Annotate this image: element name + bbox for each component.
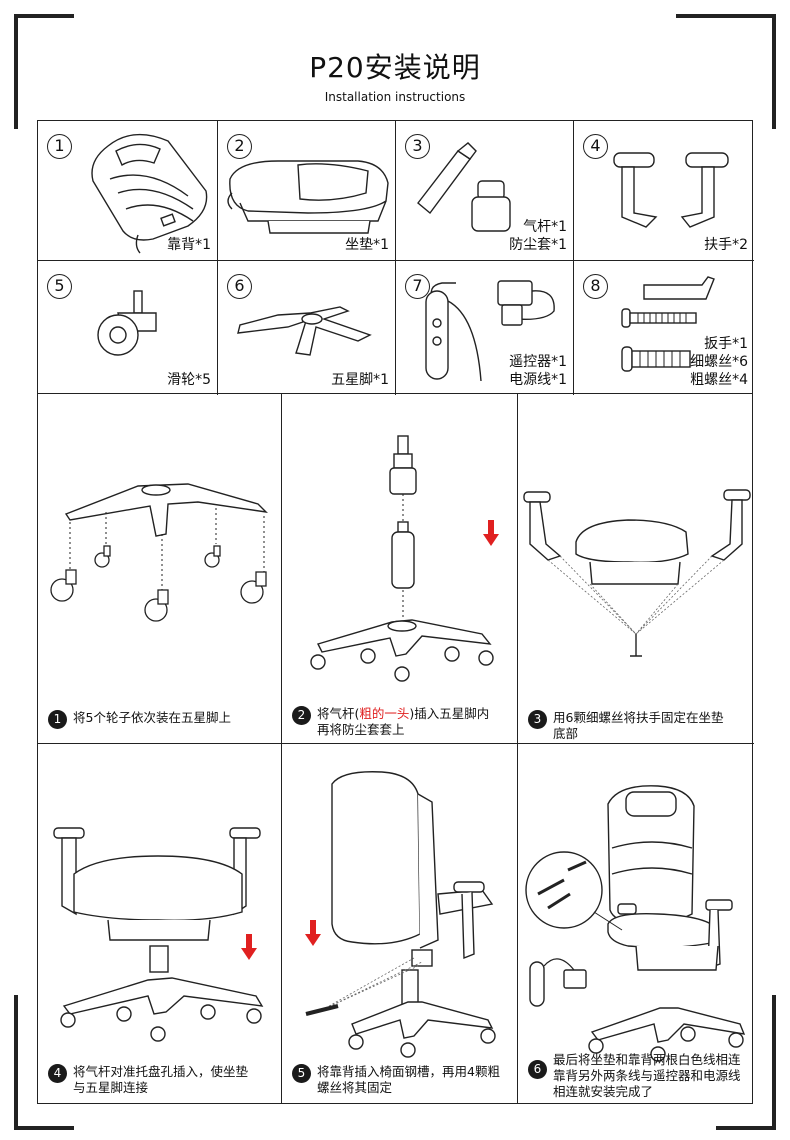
part-label: 滑轮*5 (167, 372, 211, 388)
steps-grid: 1 将5个轮子依次装在五星脚上 (37, 394, 754, 1104)
step-number-badge: 2 (292, 706, 311, 725)
step-1-caption: 1 将5个轮子依次装在五星脚上 (48, 710, 231, 729)
part-label: 扳手*1 细螺丝*6 粗螺丝*4 (690, 336, 748, 388)
step-2-illustration (310, 435, 499, 682)
part-number: 3 (405, 134, 430, 159)
part-number: 2 (227, 134, 252, 159)
step-text: 将气杆对准托盘孔插入，使坐垫 与五星脚连接 (73, 1064, 249, 1095)
step-6-illustration (525, 785, 746, 1062)
step-number-badge: 3 (528, 710, 547, 729)
step-text: 最后将坐垫和靠背两根白色线相连 靠背另外两条线与遥控器和电源线 相连就安装完成了 (553, 1052, 741, 1099)
armrests-illustration (613, 152, 729, 228)
corner-mark-top-left (14, 14, 74, 129)
star-base-illustration (237, 306, 372, 356)
down-arrow-icon (483, 520, 499, 546)
screws-illustration (621, 276, 715, 372)
part-number: 7 (405, 274, 430, 299)
step-4-panel: 4 将气杆对准托盘孔插入，使坐垫 与五星脚连接 (38, 744, 282, 1104)
step-5-illustration (305, 771, 496, 1058)
down-arrow-icon (305, 920, 321, 946)
step-6-panel: 6 最后将坐垫和靠背两根白色线相连 靠背另外两条线与遥控器和电源线 相连就安装完… (518, 744, 754, 1104)
step-2-caption: 2 将气杆(粗的一头)插入五星脚内 再将防尘套套上 (292, 706, 489, 738)
step-text-part: 将气杆( (317, 706, 360, 721)
step-number-badge: 1 (48, 710, 67, 729)
corner-mark-bottom-right (716, 995, 776, 1130)
part-armrests: 4 扶手*2 (574, 121, 754, 261)
page-subtitle: Installation instructions (324, 90, 466, 104)
backrest-illustration (91, 133, 208, 254)
seat-illustration (227, 160, 389, 234)
step-number-badge: 5 (292, 1064, 311, 1083)
part-star-base: 6 五星脚*1 (218, 261, 396, 395)
part-label: 坐垫*1 (345, 237, 389, 253)
step-2-panel: 2 将气杆(粗的一头)插入五星脚内 再将防尘套套上 (282, 394, 518, 744)
part-number: 5 (47, 274, 72, 299)
part-label: 气杆*1 防尘套*1 (509, 219, 567, 253)
step-text: 用6颗细螺丝将扶手固定在坐垫 底部 (553, 710, 724, 741)
step-4-illustration (53, 827, 264, 1042)
part-number: 6 (227, 274, 252, 299)
step-3-caption: 3 用6颗细螺丝将扶手固定在坐垫 底部 (528, 710, 723, 742)
step-text-highlight: 粗的一头 (359, 706, 410, 721)
down-arrow-icon (241, 934, 257, 960)
caster-illustration (97, 290, 157, 356)
step-4-caption: 4 将气杆对准托盘孔插入，使坐垫 与五星脚连接 (48, 1064, 248, 1096)
step-1-illustration (50, 483, 268, 622)
step-text: 将靠背插入椅面钢槽，再用4颗粗 螺丝将其固定 (317, 1064, 500, 1095)
step-number-badge: 4 (48, 1064, 67, 1083)
corner-mark-bottom-left (14, 995, 74, 1130)
part-remote-power: 7 遥控器*1 电源线*1 (396, 261, 574, 395)
part-number: 8 (583, 274, 608, 299)
step-text: 将气杆(粗的一头)插入五星脚内 再将防尘套套上 (317, 706, 489, 738)
step-3-illustration (523, 489, 751, 657)
part-seat: 2 坐垫*1 (218, 121, 396, 261)
page-title: P20安装说明 (309, 51, 481, 84)
part-label: 扶手*2 (704, 237, 748, 253)
corner-mark-top-right (676, 14, 776, 129)
part-number: 1 (47, 134, 72, 159)
part-label: 遥控器*1 电源线*1 (509, 354, 567, 388)
part-screws-wrench: 8 扳手*1 细螺丝*6 粗螺丝*4 (574, 261, 754, 395)
step-5-panel: 5 将靠背插入椅面钢槽，再用4颗粗 螺丝将其固定 (282, 744, 518, 1104)
remote-illustration (425, 280, 555, 382)
part-label: 五星脚*1 (331, 372, 389, 388)
part-label: 靠背*1 (167, 237, 211, 253)
step-text: 将5个轮子依次装在五星脚上 (73, 710, 231, 725)
step-number-badge: 6 (528, 1060, 547, 1079)
step-6-caption: 6 最后将坐垫和靠背两根白色线相连 靠背另外两条线与遥控器和电源线 相连就安装完… (528, 1052, 741, 1100)
part-casters: 5 滑轮*5 (38, 261, 218, 395)
step-5-caption: 5 将靠背插入椅面钢槽，再用4颗粗 螺丝将其固定 (292, 1064, 500, 1096)
gas-lift-illustration (417, 142, 511, 232)
step-3-panel: 3 用6颗细螺丝将扶手固定在坐垫 底部 (518, 394, 754, 744)
step-1-panel: 1 将5个轮子依次装在五星脚上 (38, 394, 282, 744)
part-backrest: 1 靠背*1 (38, 121, 218, 261)
step-text-part: )插入五星脚内 再将防尘套套上 (317, 706, 490, 737)
part-gas-lift: 3 气杆*1 防尘套*1 (396, 121, 574, 261)
parts-list: 1 靠背*1 2 坐垫*1 3 气杆*1 防尘套*1 (37, 120, 754, 395)
part-number: 4 (583, 134, 608, 159)
